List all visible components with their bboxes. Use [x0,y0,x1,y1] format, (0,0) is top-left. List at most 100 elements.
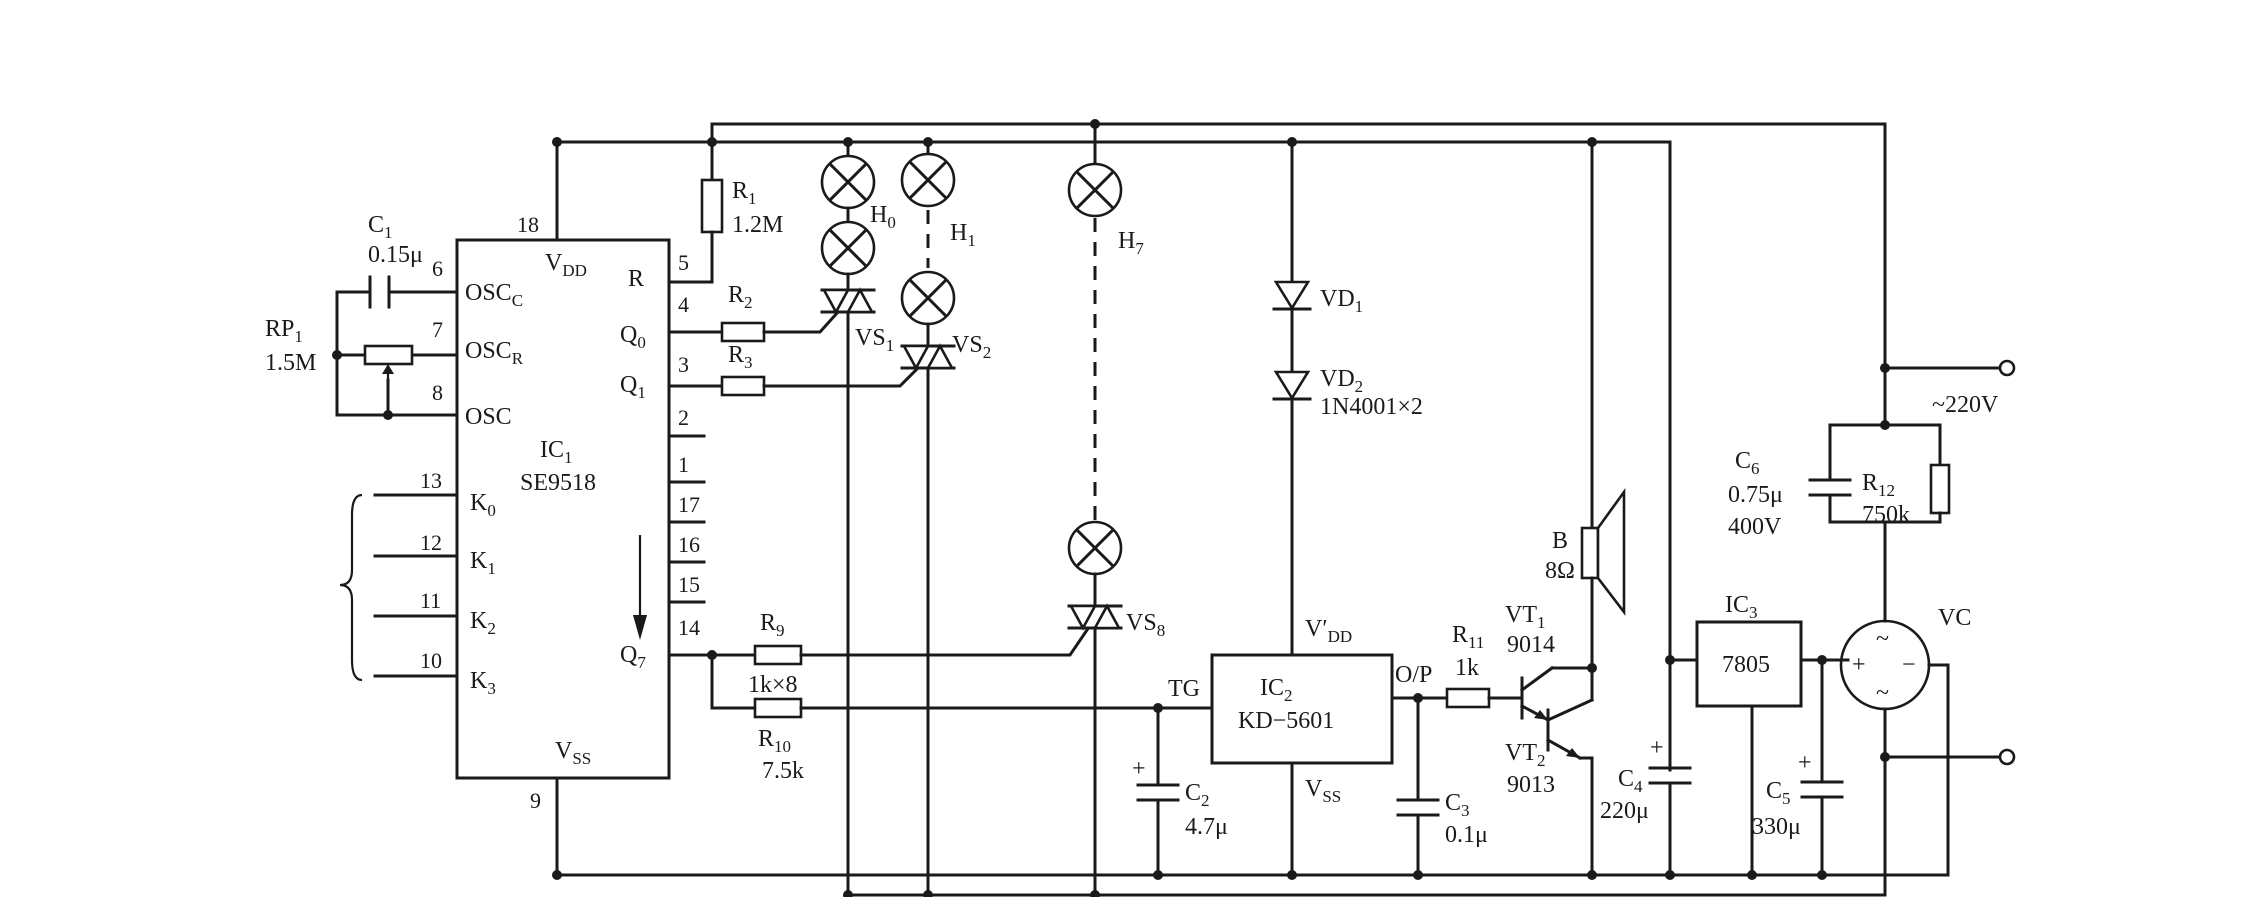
ic1-q1-label: Q1 [620,372,646,402]
vs2-label: VS2 [952,332,991,362]
triac-vs2 [900,343,956,371]
speaker-b-coil [1580,526,1600,580]
c6-value: 0.75μ [1728,482,1783,508]
junction-vs2-bottom [923,890,933,897]
h1-label: H1 [950,220,976,250]
c2-value: 4.7μ [1185,814,1228,840]
mains-terminal-bottom[interactable] [1998,748,2016,766]
ic1-name: IC1 [540,437,573,467]
triac-vs8 [1067,603,1123,631]
r10-value: 7.5k [762,758,804,784]
ic1-k3-label: K3 [470,668,496,698]
ic2-vss-label: VSS [1305,776,1341,806]
r1-label: R1 [732,178,757,208]
vs8-label: VS8 [1126,610,1165,640]
vc-minus: − [1902,652,1916,678]
c5-value: 330μ [1752,814,1801,840]
ic1-part: SE9518 [520,470,596,496]
diode-vd1 [1272,280,1312,311]
ic2-part: KD−5601 [1238,708,1334,734]
vd2-label: VD2 [1320,366,1363,396]
pin-10: 10 [420,648,442,673]
junction-ic2-vss [1287,870,1297,880]
scan-arrow-head [633,615,647,640]
ic1-osc-label: OSC [465,404,512,430]
resistor-r10 [753,697,803,719]
junction-c2-gnd [1153,870,1163,880]
lamp-h1-a-cross [907,159,949,201]
junction-r1 [707,137,717,147]
potentiometer-rp1 [363,344,414,366]
c6-voltage: 400V [1728,514,1782,540]
junction-q7 [707,650,717,660]
ic1-r-label: R [628,266,644,292]
speaker-b-cone [1596,487,1626,616]
ic2-tg-label: TG [1168,676,1200,702]
ic1-q0-label: Q0 [620,322,646,352]
capacitor-c3 [1396,798,1440,817]
junction-vs8-bottom [1090,890,1100,897]
ic2-vdd-label: V′DD [1305,616,1352,646]
junction-c6-top [1880,420,1890,430]
c4-plus: + [1650,735,1664,761]
vc-minus-wire [1883,663,1950,877]
pin-12: 12 [420,530,442,555]
rp1-value: 1.5M [265,350,316,376]
c3-label: C3 [1445,790,1470,820]
r9-value: 1k×8 [748,672,798,698]
ic2-op-label: O/P [1395,662,1432,688]
ic3-body [1695,620,1803,708]
ic1-body [455,238,671,780]
r3-label: R3 [728,342,753,372]
junction-h7 [1090,119,1100,129]
vd-value: 1N4001×2 [1320,394,1423,420]
ic2-body [1210,653,1394,765]
ac-top-rail-wire [710,122,1887,427]
r12-label: R12 [1862,470,1895,500]
pin-7: 7 [432,317,443,342]
c2-plus: + [1132,756,1146,782]
junction-c5-gnd [1817,870,1827,880]
pin-14: 14 [678,615,700,640]
pin-8: 8 [432,380,443,405]
junction-h0 [843,137,853,147]
pin-18: 18 [517,212,539,237]
vdd-rail-wire [555,140,1672,772]
c1-value: 0.15μ [368,242,423,268]
vt2-label: VT2 [1505,740,1546,770]
resistor-r9 [753,644,803,666]
ic1-oscr-label: OSCR [465,338,524,368]
diode-vd2 [1272,370,1312,401]
pin-9: 9 [530,788,541,813]
vt1-value: 9014 [1507,632,1555,658]
ic1-oscc-label: OSCC [465,280,523,310]
mains-label: ~220V [1932,392,1999,418]
pin-6: 6 [432,256,443,281]
c3-value: 0.1μ [1445,822,1488,848]
ic1-k1-label: K1 [470,548,496,578]
lamp-h7-b-cross [1074,527,1116,569]
pin-13: 13 [420,468,442,493]
ic1-vdd-label: VDD [545,250,587,280]
speaker-b-label: B [1552,528,1568,554]
junction-vt-collector [1587,663,1597,673]
resistor-r1 [700,178,724,234]
transistor-vt1 [1519,665,1555,723]
mains-terminal-top[interactable] [1998,359,2016,377]
capacitor-c2 [1136,783,1180,802]
vt1-label: VT1 [1505,602,1546,632]
q7-to-r10-wire [710,653,757,710]
c5-plus: + [1798,750,1812,776]
transistor-vt2 [1545,698,1594,761]
rp1-wiper-arrow [382,364,394,374]
junction-c3-gnd [1413,870,1423,880]
r11-label: R11 [1452,622,1484,652]
r3-to-vs2-gate-wire [762,365,921,388]
r9-to-vs8-gate-wire [799,627,1090,657]
ic1-k2-label: K2 [470,608,496,638]
vc-plus: + [1852,652,1866,678]
unused-pin-stubs [667,434,706,604]
junction-gnd-ic1 [552,870,562,880]
vs1-label: VS1 [855,325,894,355]
